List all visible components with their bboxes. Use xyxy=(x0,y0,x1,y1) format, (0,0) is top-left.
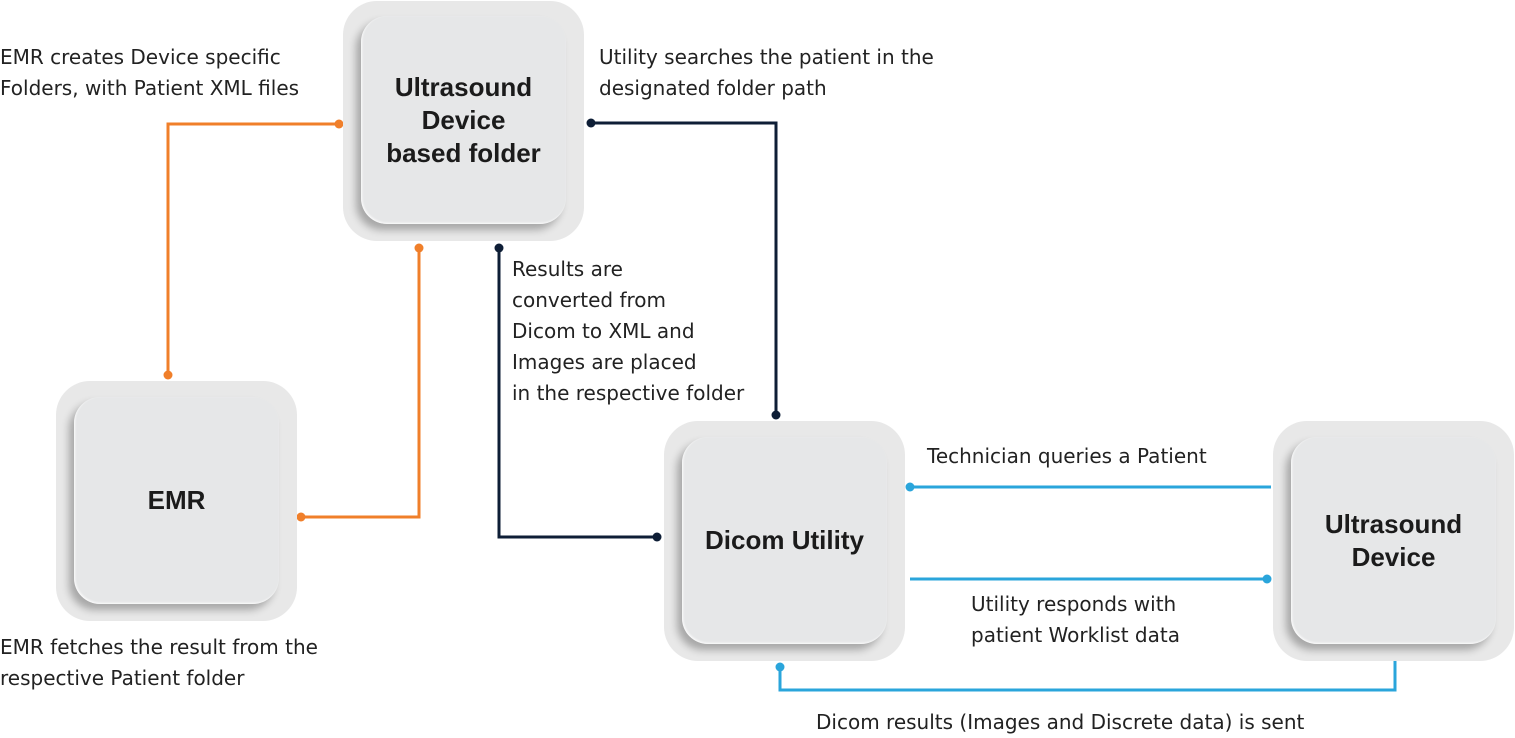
node-ultrasound-folder-card: Ultrasound Device based folder xyxy=(361,16,566,224)
connector-dot xyxy=(296,512,306,522)
connector-dot xyxy=(775,662,785,672)
node-dicom-utility-label: Dicom Utility xyxy=(705,525,864,555)
connector-dot xyxy=(1262,574,1272,584)
note-utility-searches: Utility searches the patient in the desi… xyxy=(599,45,934,100)
connector-emr-creates xyxy=(166,122,339,375)
note-results-converted: Results are converted from Dicom to XML … xyxy=(512,257,745,405)
connector-dot xyxy=(163,370,173,380)
node-dicom-utility-card: Dicom Utility xyxy=(682,437,887,644)
connector-results-converted xyxy=(497,248,657,539)
node-ultrasound-device-label: Ultrasound Device xyxy=(1324,508,1463,572)
connector-dot xyxy=(771,410,781,420)
note-technician-queries: Technician queries a Patient xyxy=(927,444,1207,468)
connector-dot xyxy=(905,482,915,492)
node-dicom-utility: Dicom Utility xyxy=(664,421,905,661)
note-utility-responds: Utility responds with patient Worklist d… xyxy=(971,592,1180,647)
node-ultrasound-device: Ultrasound Device xyxy=(1273,421,1514,661)
connector-dot xyxy=(494,243,504,253)
node-emr-label: EMR xyxy=(147,485,206,515)
note-emr-fetches: EMR fetches the result from the respecti… xyxy=(0,635,318,690)
node-ultrasound-device-card: Ultrasound Device xyxy=(1291,437,1496,644)
connector-dot xyxy=(414,243,424,253)
connector-utility-searches xyxy=(591,121,778,415)
connector-dot xyxy=(334,119,344,129)
node-emr-card: EMR xyxy=(74,397,279,604)
node-emr: EMR xyxy=(56,381,297,621)
connector-dot xyxy=(652,532,662,542)
connector-emr-fetches xyxy=(301,248,421,519)
connector-dot xyxy=(586,118,596,128)
connector-dicom-results xyxy=(778,660,1397,692)
note-dicom-results: Dicom results (Images and Discrete data)… xyxy=(816,710,1305,734)
node-ultrasound-folder-label: Ultrasound Device based folder xyxy=(386,71,541,168)
note-emr-creates: EMR creates Device specific Folders, wit… xyxy=(0,45,300,100)
node-ultrasound-folder: Ultrasound Device based folder xyxy=(343,1,584,241)
